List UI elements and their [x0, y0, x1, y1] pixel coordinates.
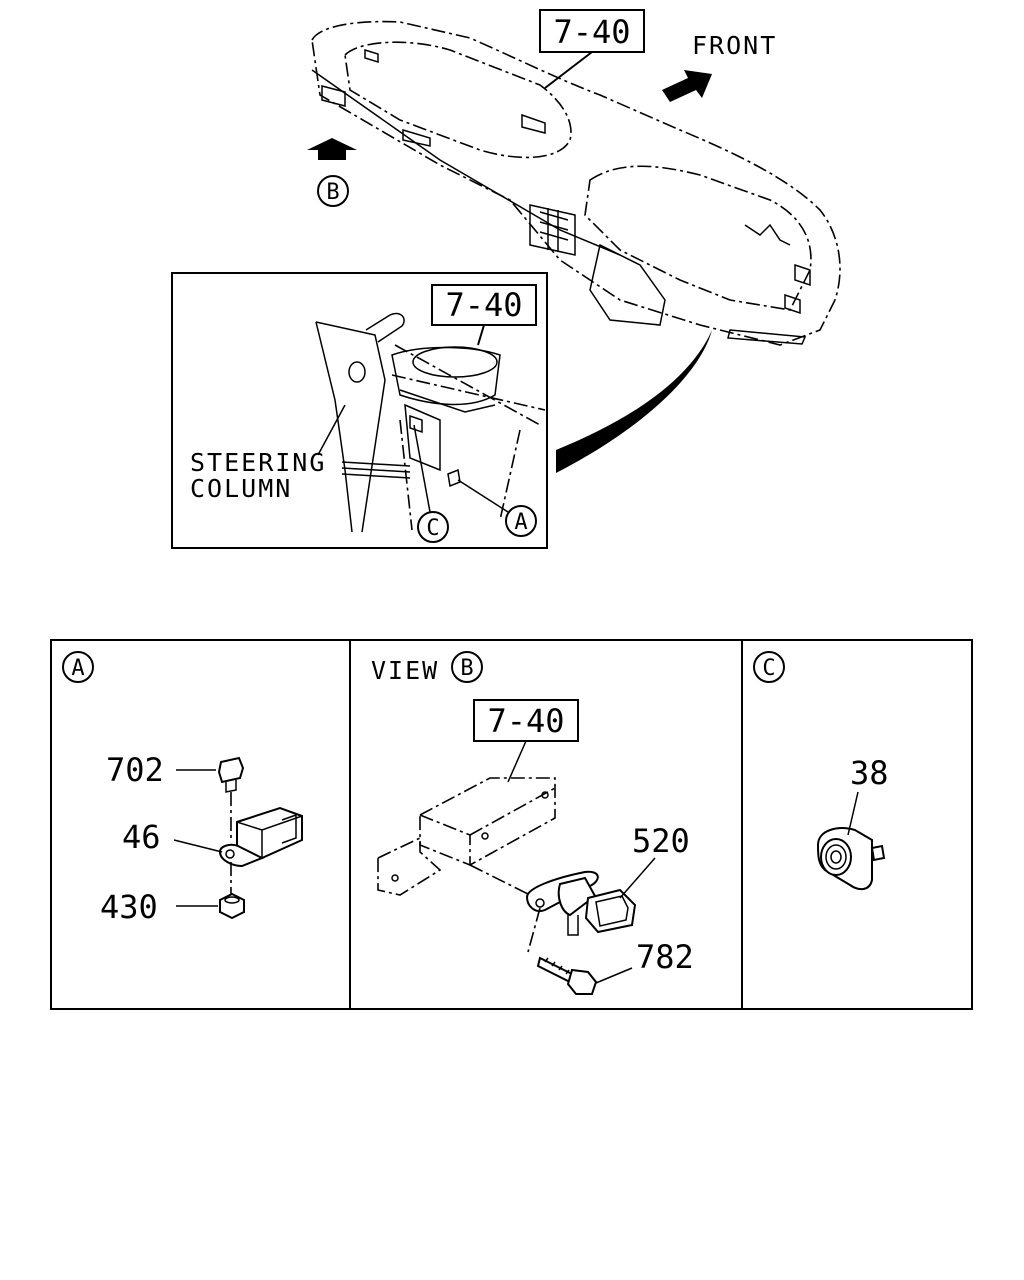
- part-782-leader: [595, 967, 633, 984]
- overview-ref-leader: [544, 51, 593, 89]
- part-46-label: 46: [122, 818, 161, 856]
- panel-b-ref-label: 7-40: [487, 702, 564, 740]
- panel-b-marker: B: [460, 656, 473, 681]
- inset-a-leader: [457, 479, 509, 513]
- panel-c-marker: C: [762, 656, 775, 681]
- overview-ref-label: 7-40: [553, 13, 630, 51]
- inset-ref-leader: [477, 324, 485, 346]
- part-782-label: 782: [636, 938, 694, 976]
- inset-frame: [171, 272, 548, 549]
- panel-c-circle: [753, 651, 785, 683]
- inset-marker-a: A: [514, 510, 527, 535]
- inset-drawing: [315, 312, 546, 533]
- steering-column-leader: [317, 404, 346, 456]
- view-label: VIEW: [371, 656, 439, 685]
- panel-b-circle: [451, 651, 483, 683]
- steering-column-label-line1: STEERING: [190, 448, 326, 477]
- part-520-label: 520: [632, 822, 690, 860]
- front-arrow-icon: [662, 70, 712, 102]
- inset-c-leader: [413, 424, 431, 513]
- panel-a-circle: [62, 651, 94, 683]
- instrument-panel-drawing: [311, 20, 841, 346]
- front-label: FRONT: [692, 31, 777, 60]
- view-b-circle: [317, 175, 349, 207]
- steering-column-label-line2: COLUMN: [190, 474, 292, 503]
- part-702-label: 702: [106, 751, 164, 789]
- view-b-marker: B: [326, 180, 339, 205]
- panel-b-ref-leader: [507, 740, 527, 783]
- part-38-leader: [847, 791, 859, 836]
- panel-a-marker: A: [71, 656, 84, 681]
- bottom-panels: [50, 639, 973, 1010]
- part-46-leader: [173, 839, 223, 853]
- panel-b-parts-drawing: [377, 777, 637, 995]
- part-430-label: 430: [100, 888, 158, 926]
- part-520-leader: [619, 857, 656, 899]
- inset-marker-c: C: [426, 516, 439, 541]
- inset-ref-label: 7-40: [445, 286, 522, 324]
- panel-c-parts-drawing: [816, 827, 886, 891]
- view-b-arrow-icon: [307, 138, 357, 160]
- inset-c-circle: [417, 511, 449, 543]
- inset-a-circle: [505, 505, 537, 537]
- part-38-label: 38: [850, 754, 889, 792]
- panel-a-parts-drawing: [217, 756, 303, 920]
- detail-pointer-icon: [556, 330, 712, 473]
